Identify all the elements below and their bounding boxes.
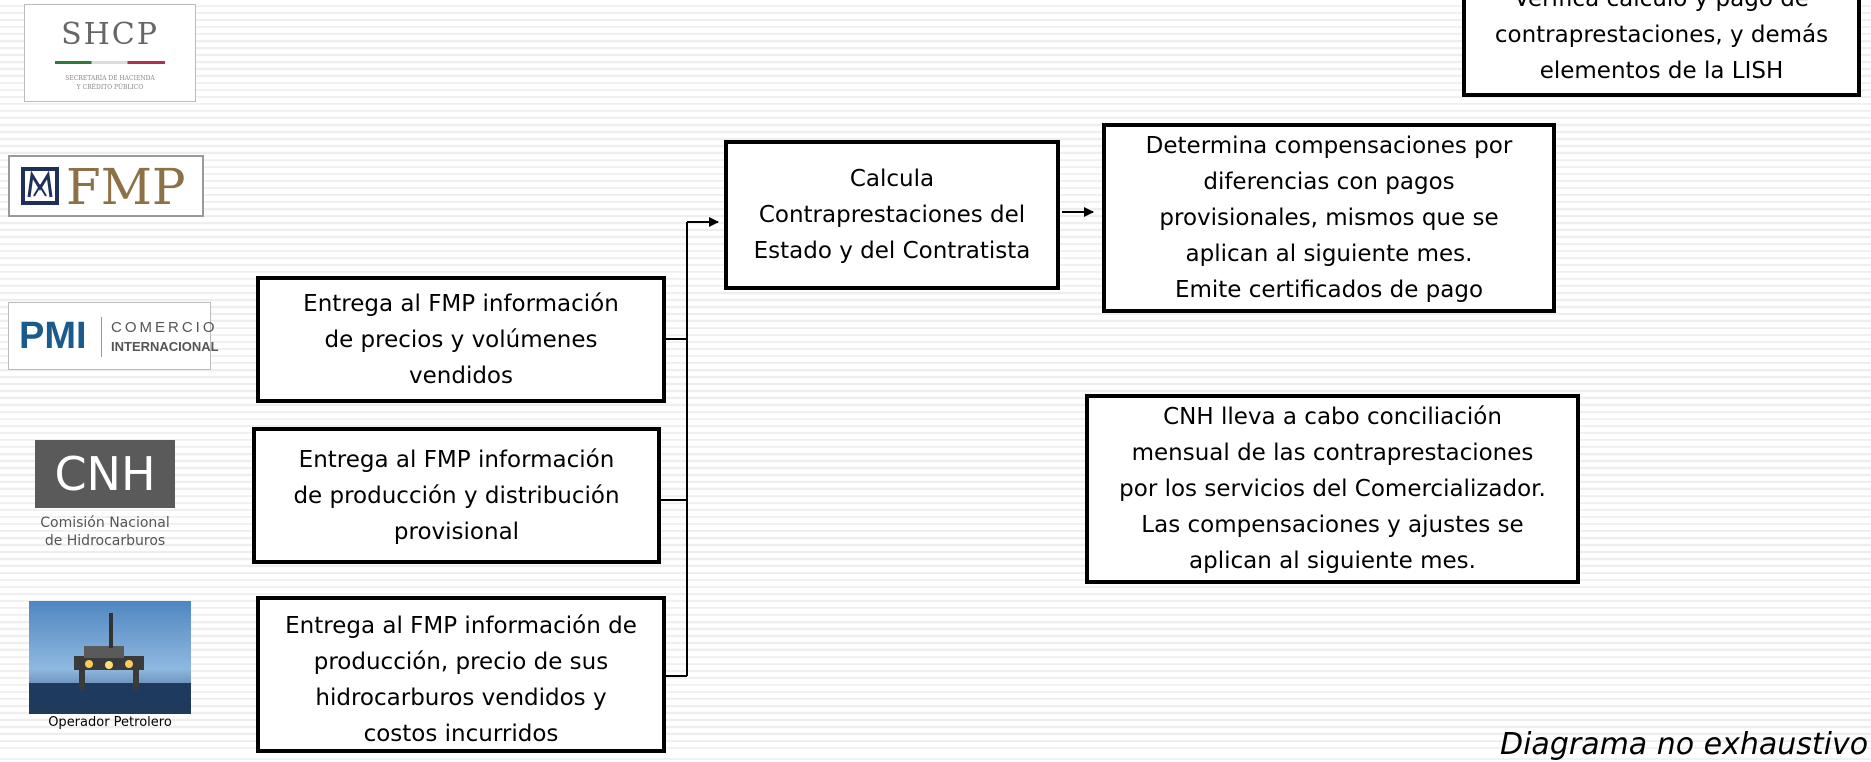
cnh-concilia-box: CNH lleva a cabo conciliación mensual de…	[1085, 394, 1580, 584]
shcp-subtitle-2: Y CRÉDITO PÚBLICO	[76, 84, 144, 91]
fmp-logo: FMP	[8, 155, 204, 217]
calcula-box: Calcula Contraprestaciones del Estado y …	[724, 140, 1060, 290]
diagram-note: Diagrama no exhaustivo	[1500, 727, 1869, 762]
pmi-line2: INTERNACIONAL	[111, 339, 219, 354]
oil-platform-photo	[29, 601, 191, 714]
shcp-acronym: SHCP	[61, 17, 159, 52]
shcp-verifica-box: Verifica cálculo y pago de contraprestac…	[1462, 0, 1861, 97]
pmi-divider	[101, 317, 102, 357]
fmp-emblem-icon	[21, 167, 59, 205]
shcp-subtitle-1: SECRETARÍA DE HACIENDA	[65, 75, 155, 82]
cnh-logo: CNH Comisión Nacional de Hidrocarburos	[35, 440, 175, 555]
cnh-caption-1: Comisión Nacional	[40, 515, 170, 531]
cnh-acronym: CNH	[35, 440, 175, 508]
operador-caption: Operador Petrolero	[48, 715, 172, 730]
shcp-logo: SHCP SECRETARÍA DE HACIENDA Y CRÉDITO PÚ…	[24, 4, 196, 102]
determina-box: Determina compensaciones por diferencias…	[1102, 123, 1556, 313]
pmi-logo: PMI COMERCIO INTERNACIONAL	[8, 302, 219, 370]
operador-entrega-box: Entrega al FMP información de producción…	[256, 596, 666, 753]
cnh-caption-2: de Hidrocarburos	[44, 533, 166, 549]
pmi-acronym: PMI	[19, 315, 87, 357]
pmi-line1: COMERCIO	[111, 319, 218, 336]
fmp-acronym: FMP	[66, 158, 186, 216]
shcp-tricolor-line	[55, 61, 165, 64]
cnh-entrega-box: Entrega al FMP información de producción…	[252, 427, 661, 564]
pmi-entrega-box: Entrega al FMP información de precios y …	[256, 276, 666, 403]
